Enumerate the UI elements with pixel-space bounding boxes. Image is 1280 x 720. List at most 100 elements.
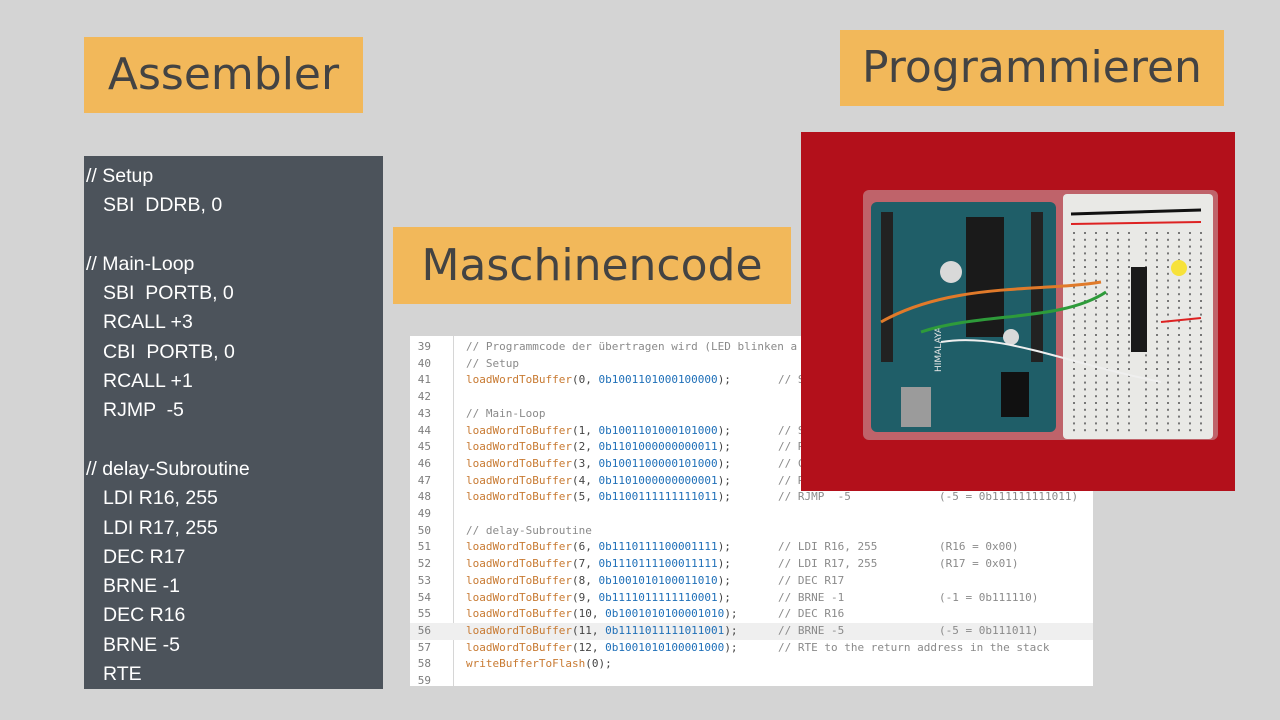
line-number: 45 xyxy=(417,440,431,454)
statement-end: ); xyxy=(717,573,731,587)
code-line[interactable]: 59 xyxy=(410,673,1093,686)
assembly-line: CBI PORTB, 0 xyxy=(103,340,235,363)
function-name: loadWordToBuffer xyxy=(466,557,572,571)
usb-port xyxy=(901,387,931,427)
code-line[interactable]: 49 xyxy=(410,506,1093,523)
line-number: 56 xyxy=(417,623,431,637)
instruction-comment: // DEC R16 xyxy=(778,607,845,621)
line-number: 41 xyxy=(417,373,431,387)
wire-red-2 xyxy=(1160,317,1202,323)
function-args: (10, xyxy=(571,607,606,621)
wire-green xyxy=(920,290,1107,334)
instruction-comment: // BRNE -5 xyxy=(778,623,845,637)
assembly-line: BRNE -5 xyxy=(103,633,180,656)
function-name: loadWordToBuffer xyxy=(466,373,572,387)
function-name: loadWordToBuffer xyxy=(466,423,572,437)
line-number: 42 xyxy=(417,390,431,404)
function-args: (6, xyxy=(571,540,599,554)
value-comment: (-5 = 0b111011) xyxy=(939,623,1039,637)
code-line[interactable]: 55 loadWordToBuffer(10, 0b100101010000101… xyxy=(410,606,1093,623)
assembly-line: // Main-Loop xyxy=(86,252,195,275)
code-text: loadWordToBuffer(0, 0b1001101000100000); xyxy=(466,372,731,389)
assembly-line: RCALL +3 xyxy=(103,311,193,334)
wire-black xyxy=(1070,208,1202,216)
code-line[interactable]: 40// Setup xyxy=(410,356,1093,373)
line-number: 47 xyxy=(417,473,431,487)
statement-end: ); xyxy=(717,490,731,504)
binary-literal: 0b1101000000000001 xyxy=(598,473,718,487)
function-name: loadWordToBuffer xyxy=(466,573,572,587)
code-text: loadWordToBuffer(4, 0b1101000000000001); xyxy=(466,473,731,490)
code-line[interactable]: 57 loadWordToBuffer(12, 0b100101010000100… xyxy=(410,640,1093,657)
assembly-line: RJMP -5 xyxy=(103,399,184,422)
code-comment: // Programmcode der übertragen wird (LED… xyxy=(466,340,798,353)
code-comment: // Setup xyxy=(466,356,519,370)
function-name: loadWordToBuffer xyxy=(466,456,572,470)
function-args: (8, xyxy=(571,573,599,587)
function-name: writeBufferToFlash xyxy=(466,657,586,671)
function-args: (4, xyxy=(571,473,599,487)
statement-end: ); xyxy=(724,607,738,621)
instruction-comment: // RTE to the return address in the stac… xyxy=(778,640,1050,654)
code-line[interactable]: 50// delay-Subroutine xyxy=(410,523,1093,540)
code-text: loadWordToBuffer(11, 0b1111011111011001)… xyxy=(466,623,738,640)
line-number: 52 xyxy=(417,557,431,571)
code-text: // Main-Loop xyxy=(466,406,545,423)
instruction-comment: // BRNE -1 xyxy=(778,590,845,604)
arduino-breadboard-illustration: HIMALAYA xyxy=(863,190,1218,440)
board-text: HIMALAYA xyxy=(934,326,944,372)
capacitor-2 xyxy=(1003,329,1019,345)
assembly-line: SBI PORTB, 0 xyxy=(103,282,234,305)
code-line[interactable]: 56 loadWordToBuffer(11, 0b111101111101100… xyxy=(410,622,1093,640)
assembly-line: DEC R16 xyxy=(103,604,186,627)
binary-literal: 0b1111011111011001 xyxy=(605,623,725,637)
header-left xyxy=(881,212,893,362)
function-name: loadWordToBuffer xyxy=(466,640,572,654)
value-comment: (R16 = 0x00) xyxy=(939,540,1019,554)
value-comment: (-1 = 0b111110) xyxy=(939,590,1039,604)
code-line[interactable]: 52 loadWordToBuffer(7, 0b1110111100011111… xyxy=(410,556,1093,573)
line-number: 57 xyxy=(417,640,431,654)
code-line[interactable]: 42 xyxy=(410,389,1093,406)
assembler-label: Assembler xyxy=(84,37,363,113)
code-line[interactable]: 47 loadWordToBuffer(4, 0b1101000000000001… xyxy=(410,473,1093,490)
code-text: // Programmcode der übertragen wird (LED… xyxy=(466,339,797,356)
code-text: loadWordToBuffer(2, 0b1101000000000011); xyxy=(466,439,731,456)
code-line[interactable]: 39 // Programmcode der übertragen wird (L… xyxy=(410,339,1093,356)
binary-literal: 0b1001010100011010 xyxy=(598,573,718,587)
function-name: loadWordToBuffer xyxy=(466,490,572,504)
value-comment: (-5 = 0b111111111011) xyxy=(939,490,1079,504)
instruction-comment: // LDI R16, 255 xyxy=(778,540,878,554)
code-text: loadWordToBuffer(12, 0b1001010100001000)… xyxy=(466,640,738,657)
code-line[interactable]: 43// Main-Loop xyxy=(410,406,1093,423)
code-text: loadWordToBuffer(10, 0b1001010100001010)… xyxy=(466,606,738,623)
code-text: loadWordToBuffer(7, 0b1110111100011111); xyxy=(466,556,731,573)
function-args: (7, xyxy=(571,557,599,571)
code-text: // Setup xyxy=(466,356,519,373)
binary-literal: 0b1110111100001111 xyxy=(598,540,718,554)
power-jack xyxy=(1001,372,1029,417)
code-line[interactable]: 41 loadWordToBuffer(0, 0b1001101000100000… xyxy=(410,372,1093,389)
line-number: 59 xyxy=(417,674,431,686)
function-args: (5, xyxy=(571,490,599,504)
code-comment: // delay-Subroutine xyxy=(466,523,592,537)
binary-literal: 0b1111011111110001 xyxy=(598,590,718,604)
function-args: (12, xyxy=(571,640,606,654)
assembly-line: // delay-Subroutine xyxy=(86,457,250,480)
line-number: 39 xyxy=(417,340,431,353)
wire-orange xyxy=(880,280,1102,324)
assembly-line: // Setup xyxy=(86,165,154,187)
wire-white xyxy=(940,339,1162,383)
binary-literal: 0b1110111100011111 xyxy=(598,557,718,571)
function-name: loadWordToBuffer xyxy=(466,623,572,637)
line-number: 55 xyxy=(417,607,431,621)
code-text: loadWordToBuffer(8, 0b1001010100011010); xyxy=(466,573,731,590)
